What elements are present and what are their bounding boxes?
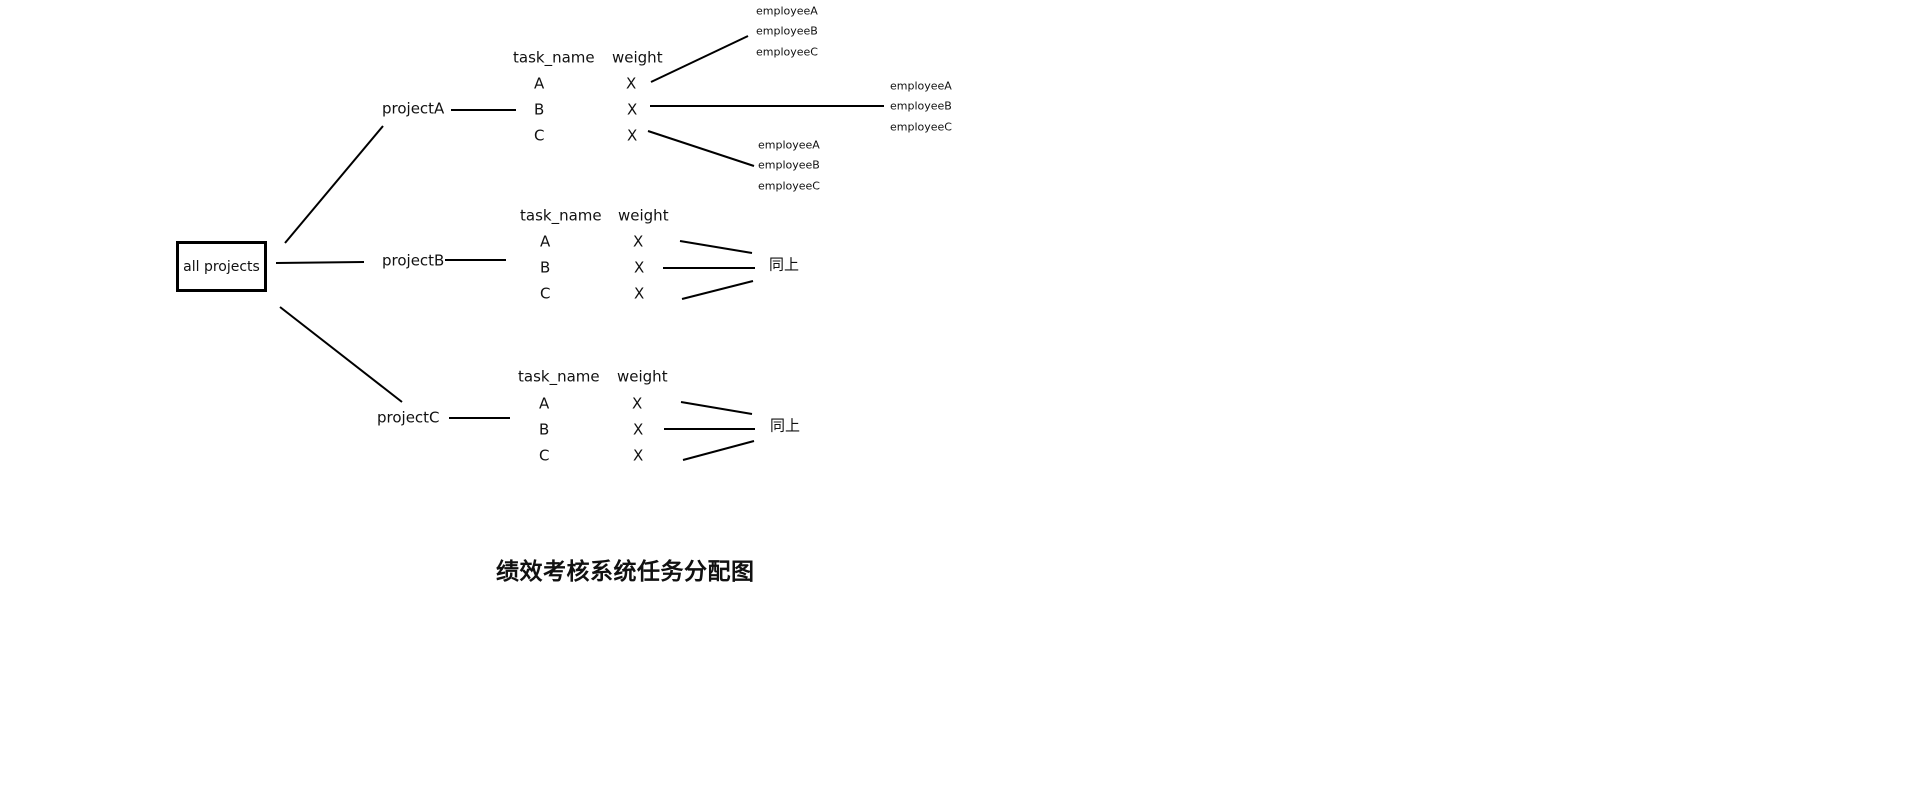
projectA-task-b-weight: X [627,100,638,119]
connector-lines [275,35,884,461]
projectA-task-a-employee-a: employeeA [756,4,818,18]
projectA-task-b-employee-c: employeeC [890,120,952,134]
projectA-task-b-employee-a: employeeA [890,79,952,93]
projectA-task-c-weight: X [627,126,638,145]
projectB-task-a-name: A [540,232,551,251]
projectA-task-a-name: A [534,74,545,93]
projectC-task-c-name: C [539,446,550,465]
projectB-task-b-weight: X [634,258,645,277]
projectC-task-b-name: B [539,420,550,439]
projectA-task-c-employee-b: employeeB [758,158,820,172]
diagram-canvas: all projects projectA task_name weight A… [176,4,952,585]
projectB-task-a-weight: X [633,232,644,251]
edge-projectB-taskC-same [681,280,754,300]
projectA-task-c-employee-a: employeeA [758,138,820,152]
edge-projectC-taskA-same [680,401,753,415]
projectA-header-weight: weight [612,48,663,67]
projectA-task-a-employee-c: employeeC [756,45,818,59]
edge-root-projectC [279,306,403,403]
edge-root-projectB [275,261,365,264]
edge-root-projectA [284,125,384,244]
projectA-task-a-employee-b: employeeB [756,24,818,38]
edge-projectC-taskC-same [682,440,755,461]
edge-projectA-taskC-employees [647,130,755,167]
projectC-task-a-name: A [539,394,550,413]
projectA-task-c-name: C [534,126,545,145]
project-node-a: projectA [382,99,445,118]
project-node-b: projectB [382,251,445,270]
projectB-task-b-name: B [540,258,551,277]
edge-projectB-taskA-same [679,240,753,254]
projectB-header-task: task_name [520,206,602,225]
projectA-task-a-weight: X [626,74,637,93]
projectB-header-weight: weight [618,206,669,225]
projectB-task-c-name: C [540,284,551,303]
projectB-task-c-weight: X [634,284,645,303]
projectC-task-b-weight: X [633,420,644,439]
projectC-same-as-above: 同上 [770,416,801,435]
projectB-same-as-above: 同上 [769,255,800,274]
projectC-task-c-weight: X [633,446,644,465]
edge-projectA-taskA-employees [650,35,749,83]
projectC-task-a-weight: X [632,394,643,413]
project-node-c: projectC [377,408,440,427]
projectA-task-b-employee-b: employeeB [890,99,952,113]
root-node-label: all projects [183,258,260,275]
projectC-header-weight: weight [617,367,668,386]
projectC-header-task: task_name [518,367,600,386]
projectA-header-task: task_name [513,48,595,67]
projectA-task-b-name: B [534,100,545,119]
root-node: all projects [176,241,267,292]
diagram-title: 绩效考核系统任务分配图 [496,559,755,585]
projectA-task-c-employee-c: employeeC [758,179,820,193]
